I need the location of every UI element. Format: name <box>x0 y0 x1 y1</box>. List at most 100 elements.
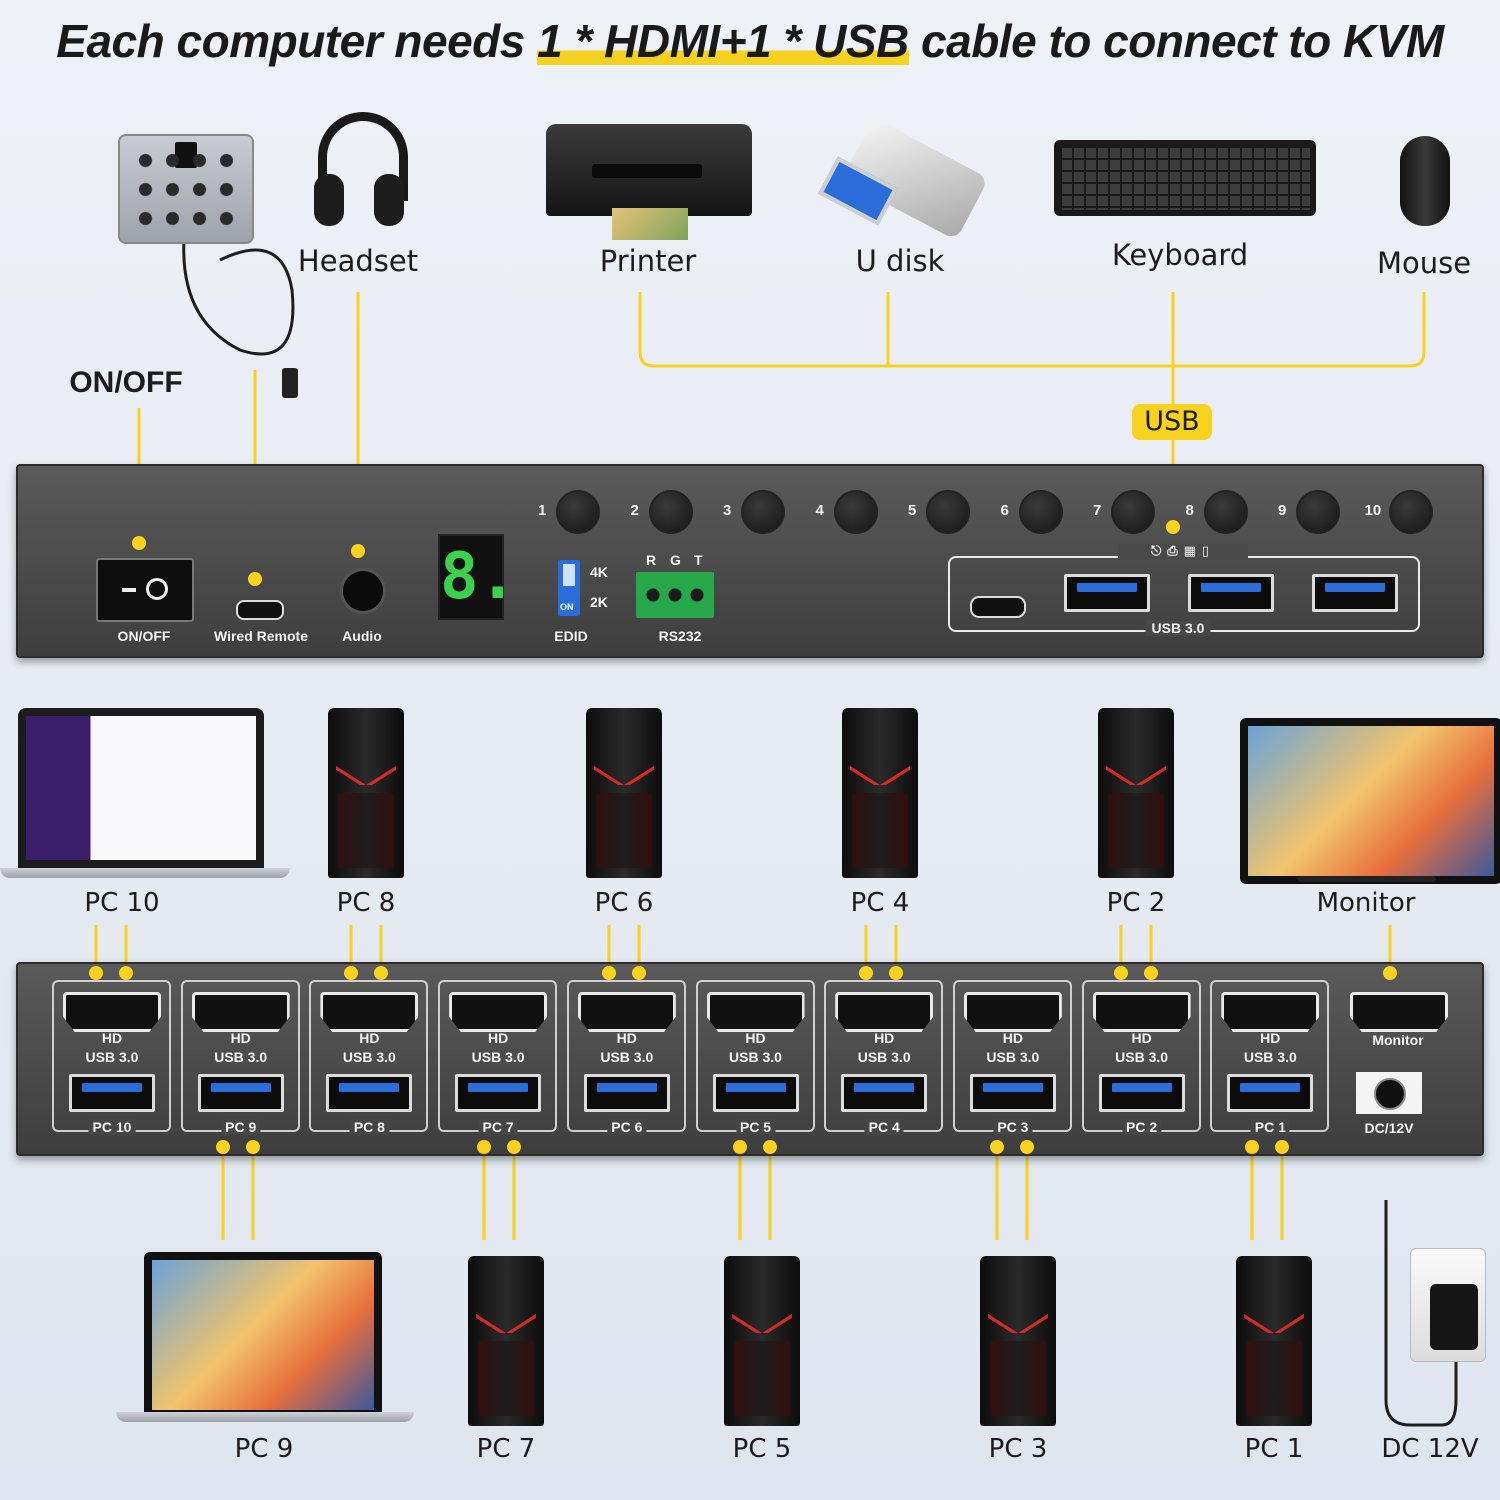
pc-select-button-2[interactable] <box>648 490 693 534</box>
hdmi-port[interactable] <box>577 992 676 1032</box>
pc-select-button-7[interactable] <box>1111 490 1155 534</box>
edid-label: EDID <box>554 628 588 644</box>
pc-port-label: PC 10 <box>88 1119 136 1135</box>
pc3-tower <box>980 1256 1056 1426</box>
usb-c-port[interactable] <box>970 596 1026 618</box>
edid-4k-label: 4K <box>590 564 608 580</box>
connector-dot <box>1144 966 1158 980</box>
connector-dot <box>477 1140 491 1154</box>
hdmi-port[interactable] <box>63 992 161 1032</box>
button-number-4: 4 <box>815 502 824 519</box>
usb-port[interactable] <box>197 1074 284 1112</box>
pc6-label: PC 6 <box>594 888 654 918</box>
pc-select-button-9[interactable] <box>1296 490 1340 534</box>
button-number-3: 3 <box>723 502 732 519</box>
hdmi-port[interactable] <box>320 992 419 1032</box>
usb30-label: USB 3.0 <box>342 1049 396 1065</box>
pc-port-label: PC 5 <box>735 1119 776 1135</box>
front-usb-port-2[interactable] <box>1188 574 1274 612</box>
pc-select-button-4[interactable] <box>833 490 878 534</box>
rs232-label: RS232 <box>658 628 702 644</box>
edid-on-label: ON <box>560 602 574 612</box>
mouse-icon <box>1400 136 1450 226</box>
usb30-label: USB 3.0 <box>729 1049 782 1065</box>
pc1-label: PC 1 <box>1244 1434 1304 1464</box>
pc6-tower <box>586 708 662 878</box>
button-number-1: 1 <box>538 502 547 519</box>
usb30-label: USB 3.0 <box>214 1049 268 1065</box>
pc-select-button-10[interactable] <box>1388 490 1433 534</box>
audio-jack[interactable] <box>340 568 386 614</box>
usb-port[interactable] <box>583 1074 670 1112</box>
usb30-label: USB 3.0 <box>85 1049 139 1065</box>
hdmi-port[interactable] <box>706 992 805 1032</box>
pc-port-label: PC 3 <box>993 1119 1033 1135</box>
usb-port[interactable] <box>69 1074 155 1112</box>
usb-port[interactable] <box>1227 1074 1314 1112</box>
hdmi-port[interactable] <box>835 992 934 1032</box>
udisk-label: U disk <box>855 244 945 278</box>
printer-icon <box>546 124 752 240</box>
diagram-title: Each computer needs 1 * HDMI+1 * USB cab… <box>0 14 1500 68</box>
button-number-8: 8 <box>1185 502 1194 519</box>
pc7-label: PC 7 <box>476 1434 536 1464</box>
dc-port-label: DC/12V <box>1364 1120 1414 1136</box>
hdmi-port[interactable] <box>963 992 1062 1032</box>
hdmi-port[interactable] <box>1092 992 1191 1032</box>
pc9-laptop-screen <box>144 1252 382 1418</box>
dc-power-jack[interactable] <box>1356 1072 1422 1114</box>
connector-dot <box>1166 520 1180 534</box>
connector-dot <box>507 1140 521 1154</box>
usb-port[interactable] <box>712 1074 799 1112</box>
usb-port[interactable] <box>969 1074 1056 1112</box>
connector-dot <box>1275 1140 1289 1154</box>
usb-port[interactable] <box>1098 1074 1185 1112</box>
pc-select-button-3[interactable] <box>741 490 785 534</box>
monitor-label: Monitor <box>1316 888 1416 918</box>
usb-port[interactable] <box>455 1074 542 1112</box>
usb-port[interactable] <box>326 1074 413 1112</box>
hd-label: HD <box>616 1030 637 1046</box>
hd-label: HD <box>230 1030 251 1046</box>
pc-select-button-1[interactable] <box>556 490 600 534</box>
hd-label: HD <box>487 1030 509 1046</box>
hd-label: HD <box>745 1030 766 1046</box>
monitor-hdmi-port[interactable] <box>1350 992 1448 1032</box>
usb-port[interactable] <box>841 1074 928 1112</box>
hd-label: HD <box>1260 1030 1281 1046</box>
rs232-pin-r: R <box>646 552 657 568</box>
udisk-icon <box>818 117 989 241</box>
pc-select-button-5[interactable] <box>926 490 970 534</box>
pc-port-label: PC 1 <box>1250 1119 1290 1135</box>
pc1-tower <box>1236 1256 1312 1426</box>
hdmi-port[interactable] <box>1221 992 1320 1032</box>
edid-dip-switch[interactable] <box>558 560 580 616</box>
pc-port-label: PC 9 <box>221 1119 261 1135</box>
audio-label: Audio <box>342 628 382 644</box>
hdmi-port[interactable] <box>191 992 290 1032</box>
connector-dot <box>1245 1140 1259 1154</box>
pc3-label: PC 3 <box>988 1434 1048 1464</box>
hdmi-port[interactable] <box>449 992 548 1032</box>
connector-dot <box>344 966 358 980</box>
power-switch[interactable] <box>96 558 194 622</box>
monitor-stand <box>1298 876 1436 882</box>
rs232-terminal[interactable] <box>636 572 714 618</box>
pc-select-button-8[interactable] <box>1203 490 1248 534</box>
front-usb-port-3[interactable] <box>1312 574 1398 612</box>
headset-icon <box>314 112 408 230</box>
pc-port-group: HD USB 3.0 PC 5 <box>695 980 815 1135</box>
button-number-9: 9 <box>1278 502 1287 519</box>
connector-dot <box>248 572 262 586</box>
printer-label: Printer <box>599 244 697 278</box>
pc10-laptop <box>18 708 264 868</box>
usb30-label: USB 3.0 <box>986 1049 1040 1065</box>
button-number-7: 7 <box>1093 502 1102 519</box>
wired-remote-port[interactable] <box>236 600 284 620</box>
front-usb-port-1[interactable] <box>1064 574 1150 612</box>
button-number-5: 5 <box>908 502 917 519</box>
pc-select-button-6[interactable] <box>1018 490 1063 534</box>
